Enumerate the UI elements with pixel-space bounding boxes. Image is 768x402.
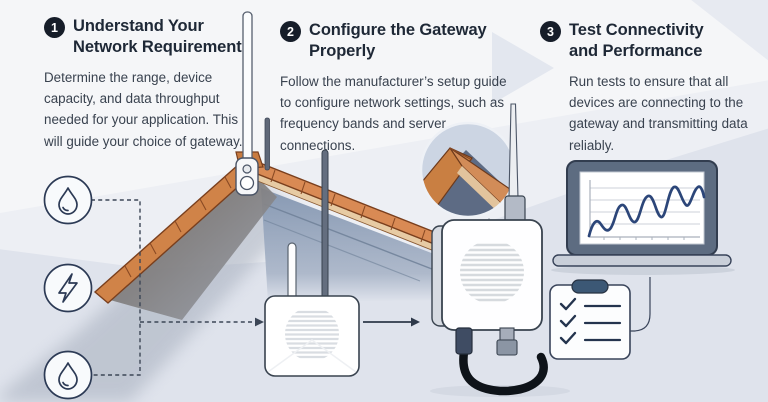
laptop-signal-chart [551, 160, 735, 275]
connector-line [629, 277, 651, 332]
chevron-right-icon [492, 32, 554, 104]
step-2: 2 Configure the Gateway Properly Follow … [280, 20, 520, 156]
step-1-title: Understand Your Network Requirement [73, 17, 242, 56]
arrowhead-icon [411, 317, 420, 327]
speaker-grille-icon [460, 243, 524, 302]
speaker-grille-icon [285, 310, 339, 359]
step-2-number-badge: 2 [280, 21, 301, 42]
house-wall [261, 188, 455, 302]
step-2-title: Configure the Gateway Properly [309, 21, 487, 60]
dashed-arrowhead-icon [255, 317, 264, 327]
lightning-bolt-icon [58, 273, 78, 303]
step-2-body: Follow the manufacturer’s setup guide to… [280, 73, 507, 153]
signal-wave-line [587, 185, 706, 238]
dashed-connectors [91, 199, 256, 376]
step-1-body: Determine the range, device capacity, an… [44, 69, 243, 149]
checklist-clipboard [549, 279, 631, 360]
step-3-title: Test Connectivity and Performance [569, 21, 704, 60]
water-drop-icon [58, 362, 78, 390]
small-gateway-device [264, 149, 360, 377]
step-3: 3 Test Connectivity and Performance Run … [540, 20, 748, 156]
water-drop-icon [58, 187, 78, 215]
checklist-lines [583, 304, 622, 342]
large-gateway-device [430, 103, 570, 397]
step-3-body: Run tests to ensure that all devices are… [569, 73, 748, 153]
step-1-number-badge: 1 [44, 17, 65, 38]
requirement-icons [43, 175, 93, 400]
antenna-mast [235, 11, 270, 196]
step-3-number-badge: 3 [540, 21, 561, 42]
gateway-cable [459, 347, 548, 396]
step-1: 1 Understand Your Network Requirement De… [44, 16, 258, 152]
checkmark-icon [559, 297, 577, 345]
